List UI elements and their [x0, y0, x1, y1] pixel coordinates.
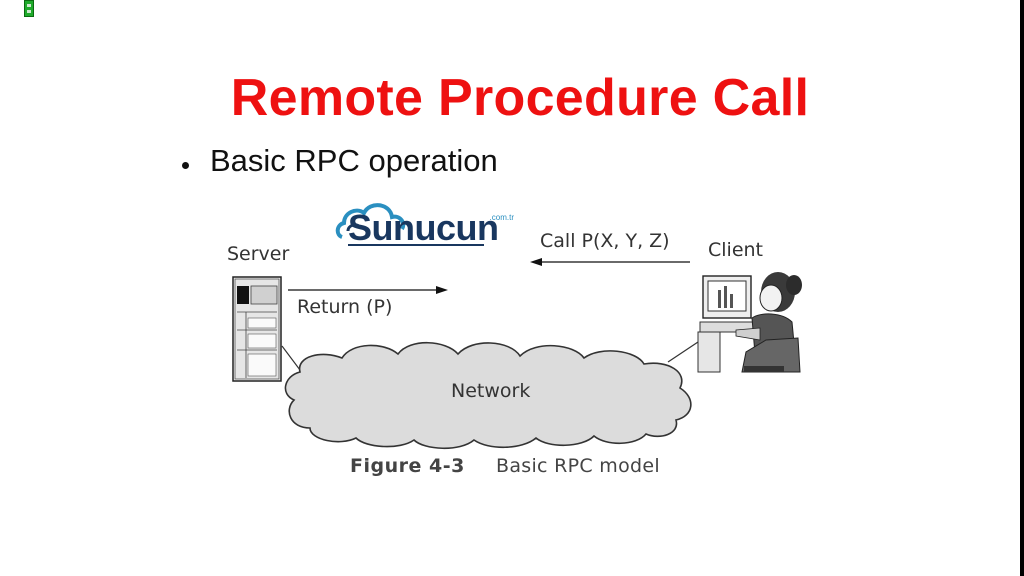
client-label: Client	[708, 239, 764, 261]
network-cloud-icon	[284, 342, 692, 450]
call-arrow	[530, 258, 690, 266]
logo: Sunucun .com.tr	[334, 195, 516, 253]
return-arrow	[288, 286, 448, 294]
server-icon	[232, 276, 282, 382]
network-label: Network	[451, 380, 531, 402]
slide-right-border	[1020, 0, 1024, 576]
logo-domain: .com.tr	[489, 213, 514, 222]
client-computer-icon	[697, 272, 802, 373]
client-network-link	[667, 341, 699, 363]
slide-title: Remote Procedure Call	[230, 69, 810, 127]
return-label: Return (P)	[297, 296, 393, 318]
figure-caption: Basic RPC model	[496, 455, 660, 477]
bullet-dot	[182, 162, 189, 169]
server-label: Server	[227, 243, 290, 265]
logo-text: Sunucun	[348, 207, 499, 248]
battery-icon	[24, 0, 34, 17]
figure-number: Figure 4-3	[350, 455, 465, 477]
call-label: Call P(X, Y, Z)	[540, 230, 670, 252]
bullet-text: Basic RPC operation	[210, 143, 498, 178]
logo-cloud-icon	[335, 203, 484, 246]
server-network-link	[281, 345, 301, 371]
